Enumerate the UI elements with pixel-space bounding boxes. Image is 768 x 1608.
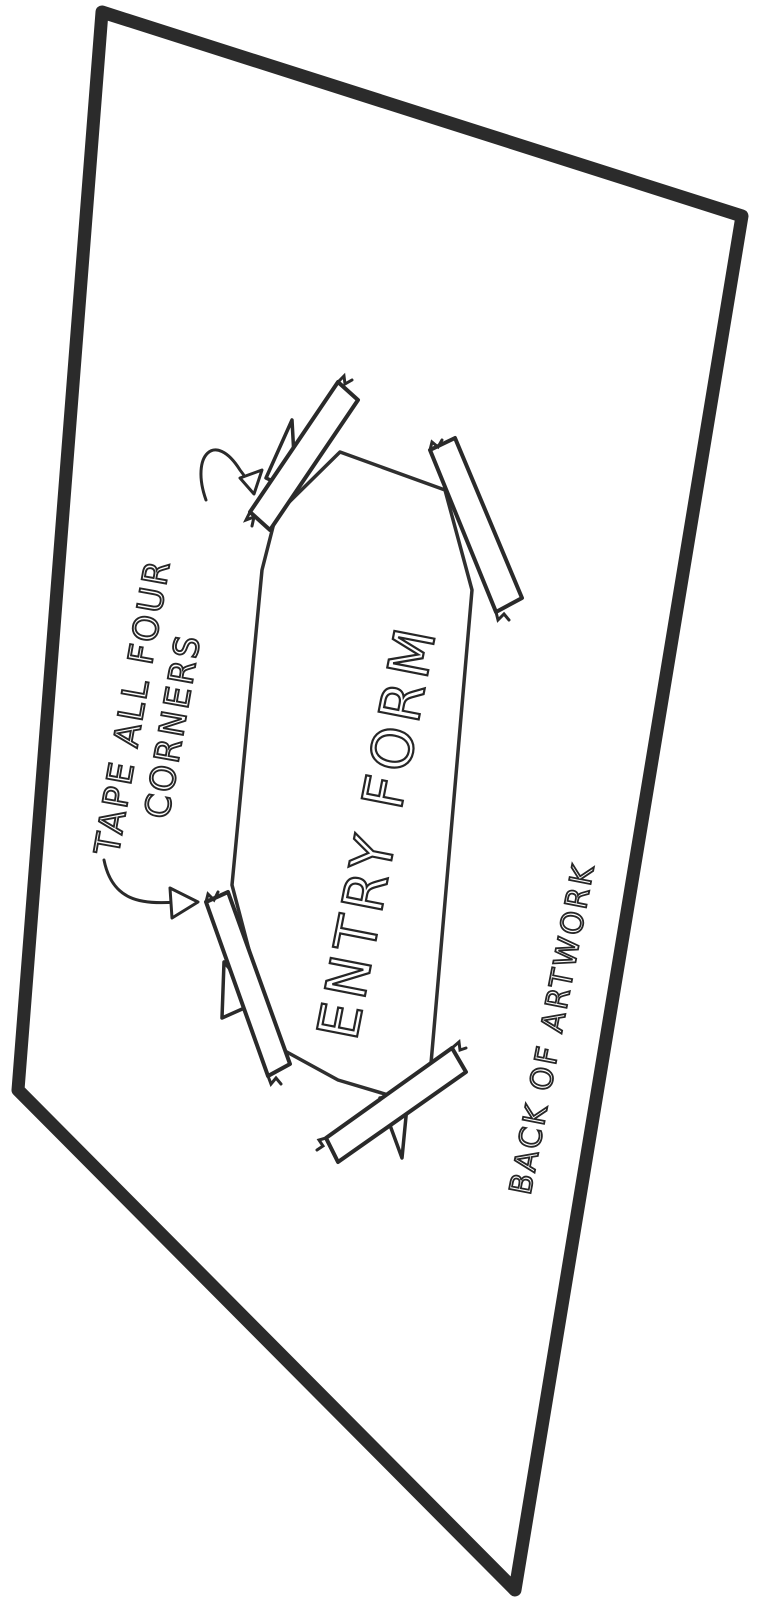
arrow-icon	[102, 858, 200, 920]
tape-strip-icon	[428, 436, 524, 623]
tape-strip-icon	[315, 1039, 468, 1164]
tape-strip-icon	[204, 890, 292, 1087]
arrow-icon	[199, 448, 264, 502]
tape-strip-icon	[242, 372, 360, 532]
